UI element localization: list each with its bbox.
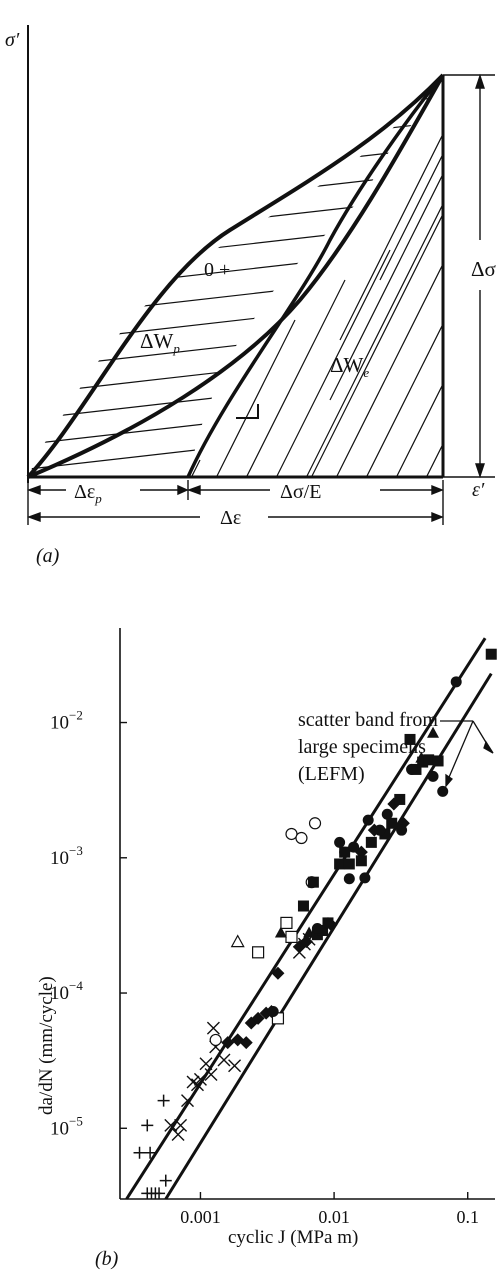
data-point-circle-open — [295, 831, 308, 845]
data-point-plus — [157, 1094, 170, 1107]
data-point-plus — [141, 1119, 154, 1132]
y-tick-label: 10−2 — [50, 708, 83, 734]
total-strain-label: Δε — [220, 507, 241, 529]
y-tick-label: 10−4 — [50, 978, 83, 1004]
y-tick-label: 10−3 — [50, 843, 83, 869]
data-point-square-filled — [355, 855, 367, 867]
data-point-circle-filled — [348, 841, 360, 853]
figure-b: 10−5 10−4 10−3 10−2 0.001 0.01 0.1 scatter ba… — [36, 628, 497, 1270]
data-point-cross — [199, 1057, 213, 1071]
x-axis-label-b: cyclic J (MPa m) — [228, 1227, 358, 1248]
data-point-circle-filled — [381, 808, 393, 820]
data-point-circle-filled — [334, 836, 346, 848]
elastic-work-label: ΔWe — [330, 353, 369, 380]
data-point-triangle-filled — [274, 926, 287, 938]
stress-range-label: Δσ — [471, 257, 496, 281]
strain-dimensions — [26, 480, 444, 525]
data-point-circle-open — [285, 827, 298, 841]
data-point-circle-filled — [427, 770, 439, 782]
data-point-square-filled — [485, 648, 497, 660]
y-axis-label-b: da/dN (mm/cycle) — [36, 976, 57, 1115]
data-point-square-filled — [317, 924, 329, 936]
figure-a: σ′ ε′ 0 + ΔWp ΔWe Δσ Δεp Δσ/E Δε (a) — [5, 25, 496, 567]
data-point-plus — [159, 1174, 172, 1187]
data-point-circle-filled — [343, 873, 355, 885]
data-point-circle-filled — [396, 824, 408, 836]
stress-range-dimension — [443, 73, 495, 479]
x-tick-label: 0.01 — [318, 1207, 350, 1227]
data-point-square-filled — [297, 900, 309, 912]
data-point-circle-filled — [450, 676, 462, 688]
data-point-circle-filled — [339, 846, 351, 858]
data-point-square-open — [285, 930, 298, 944]
data-point-circle-filled — [406, 763, 418, 775]
x-axis-label-a: ε′ — [472, 479, 485, 501]
data-point-cross — [164, 1118, 178, 1132]
data-point-square-filled — [307, 876, 319, 888]
annotation-line-1: scatter band from — [298, 709, 438, 731]
panel-label-b: (b) — [95, 1248, 119, 1270]
data-point-diamond-filled — [221, 1036, 235, 1050]
scatter-band-line — [125, 637, 487, 1200]
data-point-circle-filled — [362, 814, 374, 826]
data-point-square-filled — [365, 836, 377, 848]
data-point-circle-filled — [374, 824, 386, 836]
annotation-line-3: (LEFM) — [298, 763, 365, 785]
y-tick-group: 10−5 10−4 10−3 10−2 — [50, 708, 127, 1139]
data-point-cross — [204, 1067, 218, 1081]
data-point-circle-filled — [267, 1006, 279, 1018]
data-point-plus — [144, 1146, 157, 1159]
data-point-square-filled — [343, 858, 355, 870]
data-point-plus — [133, 1146, 146, 1159]
plastic-strain-label: Δεp — [74, 481, 102, 506]
data-point-cross — [193, 1072, 207, 1086]
data-point-circle-open — [308, 817, 322, 830]
data-point-diamond-filled — [271, 966, 285, 980]
data-point-circle-filled — [311, 923, 323, 935]
data-point-plus — [153, 1187, 166, 1200]
data-point-cross — [217, 1053, 231, 1067]
data-point-square-filled — [404, 733, 416, 745]
data-point-square-open — [280, 916, 293, 930]
data-point-circle-filled — [437, 785, 449, 797]
data-point-square-filled — [394, 793, 406, 805]
annotation-arrows — [440, 720, 494, 788]
zero-marker: 0 + — [204, 259, 230, 281]
data-point-diamond-filled — [299, 935, 313, 949]
hysteresis-loop — [26, 73, 445, 479]
data-points — [133, 648, 497, 1200]
elastic-strain-label: Δσ/E — [280, 481, 321, 503]
data-point-cross — [206, 1021, 220, 1035]
data-point-square-filled — [432, 755, 444, 767]
data-point-diamond-filled — [239, 1036, 253, 1050]
hysteresis-hatching-plastic — [28, 75, 443, 471]
data-point-square-filled — [386, 817, 398, 829]
y-tick-label: 10−5 — [50, 1113, 83, 1139]
data-point-square-filled — [334, 858, 346, 870]
data-point-circle-filled — [359, 872, 371, 884]
data-point-square-filled — [423, 754, 435, 766]
data-point-triangle-filled — [427, 726, 440, 738]
x-tick-label: 0.001 — [180, 1207, 221, 1227]
data-point-diamond-filled — [251, 1011, 265, 1025]
data-point-cross — [171, 1127, 185, 1141]
data-point-cross — [174, 1118, 188, 1132]
hysteresis-hatching-elastic — [188, 99, 443, 477]
data-point-triangle-open — [230, 934, 245, 948]
data-point-circle-open — [209, 1033, 222, 1047]
data-point-square-filled — [417, 756, 429, 768]
y-axis-label-a: σ′ — [5, 29, 20, 51]
plastic-work-label: ΔWp — [140, 329, 180, 356]
annotation-line-2: large specimens — [298, 736, 426, 758]
data-point-square-open — [252, 946, 265, 959]
panel-label-a: (a) — [36, 545, 60, 567]
data-point-cross — [228, 1059, 242, 1073]
x-tick-label: 0.1 — [456, 1207, 479, 1227]
data-point-square-filled — [379, 828, 391, 840]
data-point-cross — [181, 1094, 194, 1108]
data-point-circle-filled — [322, 917, 334, 929]
x-tick-group: 0.001 0.01 0.1 — [180, 1192, 479, 1227]
